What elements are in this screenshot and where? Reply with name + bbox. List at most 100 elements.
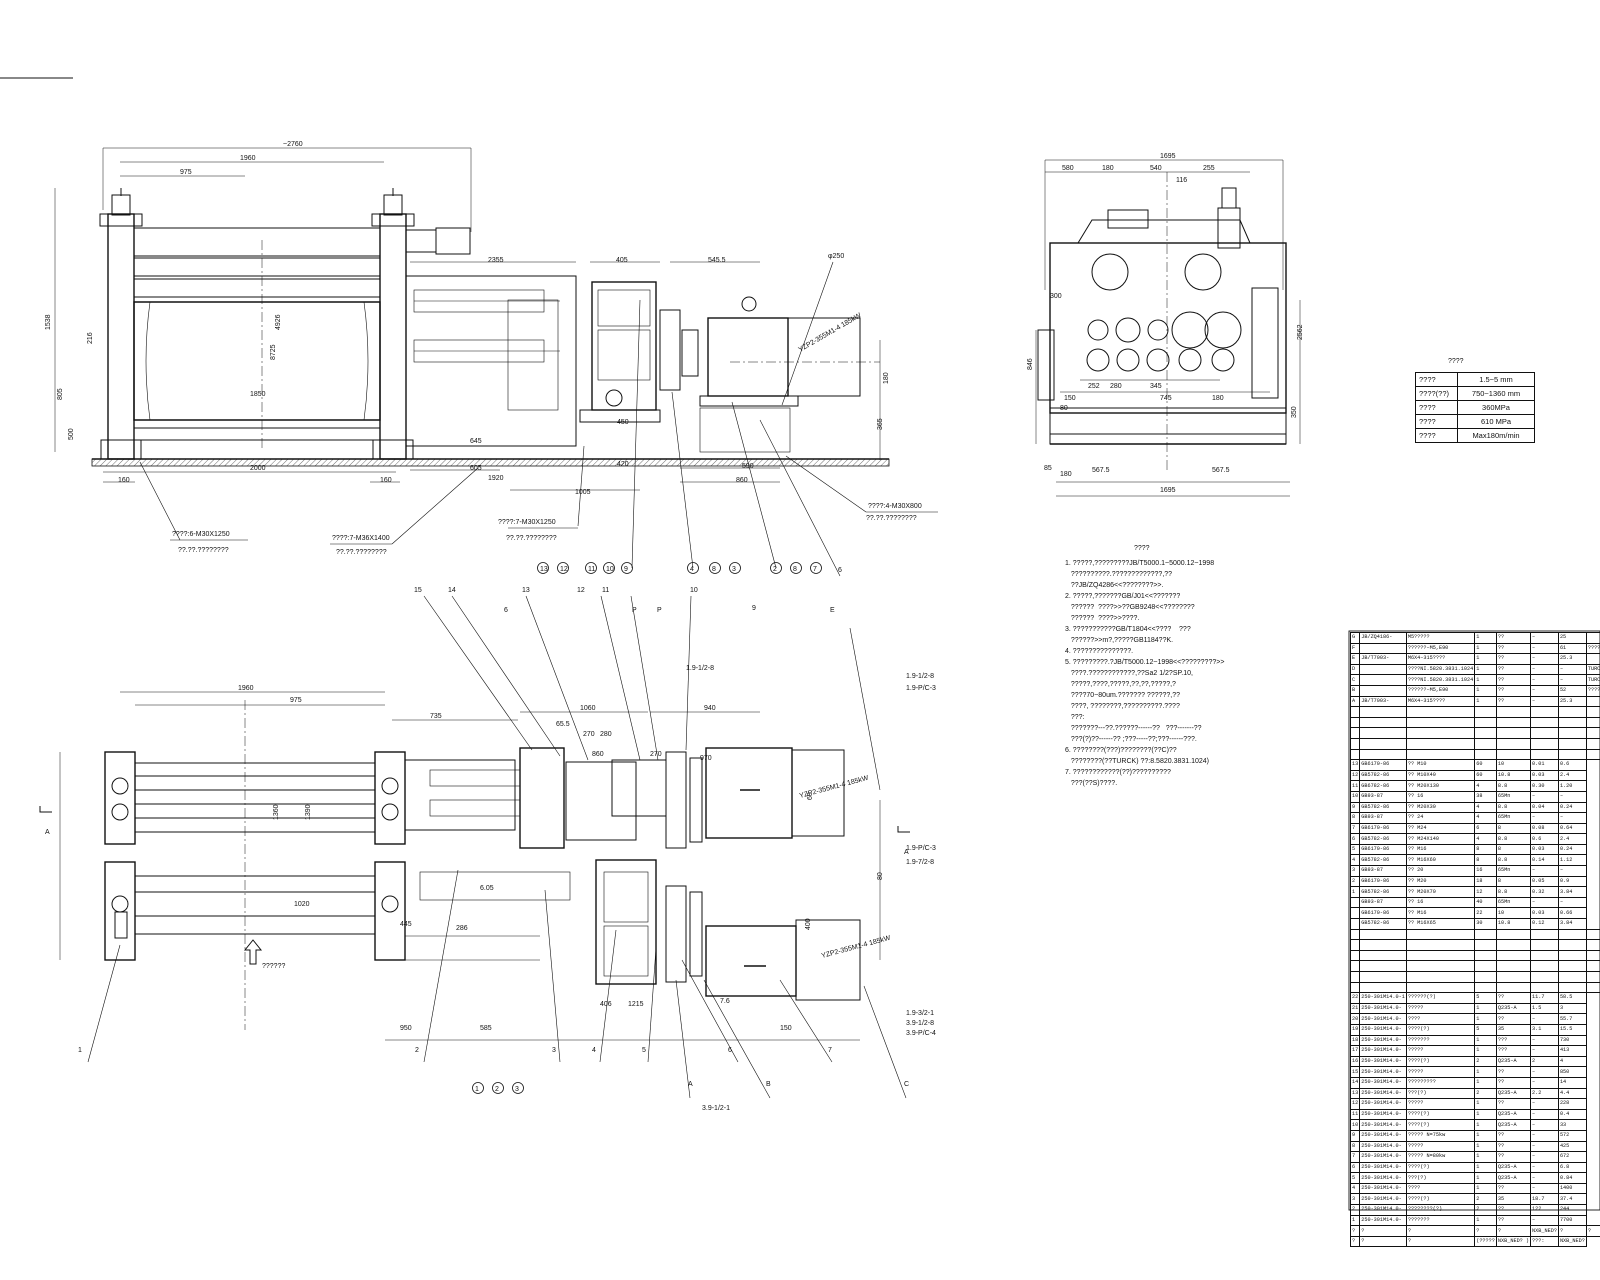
bom-cell: ?????: [1405, 1140, 1476, 1153]
bom-cell: ???(?): [1405, 1172, 1476, 1184]
bom-cell: ?? M16X65: [1405, 918, 1476, 930]
bom-cell: [1474, 949, 1497, 962]
bom-cell: GB5782-86: [1359, 918, 1407, 930]
bom-cell: 1: [1474, 642, 1497, 655]
bom-cell: GB6170-86: [1359, 843, 1407, 856]
bom-cell: [1405, 727, 1476, 739]
bom-cell: 8: [1349, 1140, 1361, 1153]
note-line: ??????????.?????????????,??: [1065, 571, 1173, 578]
dimension-label: 1005: [575, 489, 591, 496]
plan-callout-bottom: 2: [495, 1086, 499, 1093]
note-line: ?????,????,?????,??,??,?????,?: [1065, 681, 1176, 688]
bom-cell: 1: [1474, 1013, 1497, 1025]
bom-cell: 250-301M14.0-: [1359, 1045, 1407, 1057]
side-dimension-label: 300: [1050, 293, 1062, 300]
foundation-bolt-label: ????:7-M30X1250: [498, 519, 556, 526]
bom-cell: [1530, 928, 1559, 941]
note-line: 5. ?????????.?JB/T5000.12~1998<<????????…: [1065, 659, 1225, 666]
bom-cell: GB93-87: [1359, 790, 1407, 803]
bom-cell: –: [1530, 695, 1559, 708]
bom-cell: E: [1349, 653, 1361, 665]
plan-callout-top: 10: [690, 587, 698, 594]
bom-cell: [1530, 981, 1559, 994]
callout-number: 8: [793, 566, 797, 573]
bom-cell: [1585, 949, 1600, 962]
plan-dimension-label: 860: [592, 751, 604, 758]
bom-cell: –: [1557, 896, 1587, 909]
spec-value: 750~1360 mm: [1457, 386, 1535, 401]
note-line: 7. ????????????(??)??????????: [1065, 769, 1171, 776]
plan-dimension-label: 1390: [305, 804, 312, 820]
bom-cell: 3.1: [1530, 1023, 1559, 1036]
bom-cell: 1.5: [1530, 1002, 1559, 1015]
bom-cell: 0.84: [1557, 1172, 1587, 1184]
bom-cell: 10: [1495, 759, 1532, 771]
bom-cell: 1: [1474, 1172, 1497, 1184]
bom-cell: 250-301M14.0-: [1359, 1214, 1407, 1227]
bom-cell: [1474, 737, 1497, 750]
foundation-bolt-label: ????:6-M30X1250: [172, 531, 230, 538]
plan-dimension-label: 1215: [628, 1001, 644, 1008]
bom-cell: 250-301M14.0-: [1359, 1108, 1407, 1121]
bom-cell: GB6170-86: [1359, 822, 1407, 835]
bom-cell: ????NI.5820.3831.1024: [1405, 674, 1476, 686]
bom-cell: –: [1557, 663, 1587, 676]
bom-cell: 850: [1557, 1066, 1587, 1078]
bom-cell: 16: [1349, 1055, 1361, 1068]
plan-tag-label: 1.9-3/2-1: [906, 1010, 934, 1017]
bom-cell: ?? M16: [1405, 843, 1476, 856]
bom-cell: 6: [1349, 1161, 1361, 1174]
bom-cell: 0.4: [1557, 1108, 1587, 1121]
bom-cell: 3: [1349, 865, 1361, 877]
bom-cell: ??: [1495, 992, 1532, 1004]
bom-cell: 7: [1349, 1151, 1361, 1163]
bom-cell: [1585, 727, 1600, 739]
bom-cell: 30: [1474, 918, 1497, 930]
bom-cell: 1: [1474, 1002, 1497, 1015]
bom-blank-row: [1349, 727, 1600, 739]
bom-cell: [1495, 939, 1532, 951]
plan-callout-bottom: 1: [78, 1047, 82, 1054]
bom-cell: 1: [1474, 1066, 1497, 1078]
bom-cell: 12: [1349, 769, 1361, 782]
bom-cell: [1349, 928, 1361, 941]
bom-cell: GB6782-86: [1359, 780, 1407, 792]
bom-cell: ???: [1495, 1034, 1532, 1047]
bom-cell: ?: [1349, 1225, 1361, 1237]
bom-blank-row: [1349, 706, 1600, 718]
plan-callout-bottom: 6: [728, 1047, 732, 1054]
bom-cell: 0.01: [1530, 759, 1559, 771]
bom-cell: ??: [1495, 653, 1532, 665]
note-line: 6. ????????(???)????????(??C)??: [1065, 747, 1177, 754]
bom-cell: ?? M16X60: [1405, 854, 1476, 867]
bom-cell: [1474, 960, 1497, 972]
bom-cell: 1: [1474, 1151, 1497, 1163]
bom-cell: –: [1530, 1076, 1559, 1089]
bom-cell: ??: [1495, 1140, 1532, 1153]
bom-cell: 413: [1557, 1045, 1587, 1057]
bom-cell: 250-301M14.0-: [1359, 1034, 1407, 1047]
bom-cell: [1495, 960, 1532, 972]
bom-cell: 18.7: [1530, 1193, 1559, 1206]
spec-value: 1.5~5 mm: [1457, 372, 1535, 387]
bom-cell: 11: [1349, 780, 1361, 792]
plan-dimension-label: 950: [400, 1025, 412, 1032]
bom-blank-row: [1349, 981, 1600, 994]
bom-cell: [1359, 960, 1407, 972]
side-dimension-label: 150: [1064, 395, 1076, 402]
bom-cell: ??: [1495, 674, 1532, 686]
bom-cell: M5?????: [1405, 632, 1476, 644]
bom-cell: 250-301M14.0-: [1359, 1204, 1407, 1216]
dimension-label: 365: [877, 418, 884, 430]
bom-cell: [1557, 960, 1587, 972]
bom-cell: ??????–M5,E90: [1405, 642, 1476, 655]
plan-dimension-label: 6.05: [480, 885, 494, 892]
